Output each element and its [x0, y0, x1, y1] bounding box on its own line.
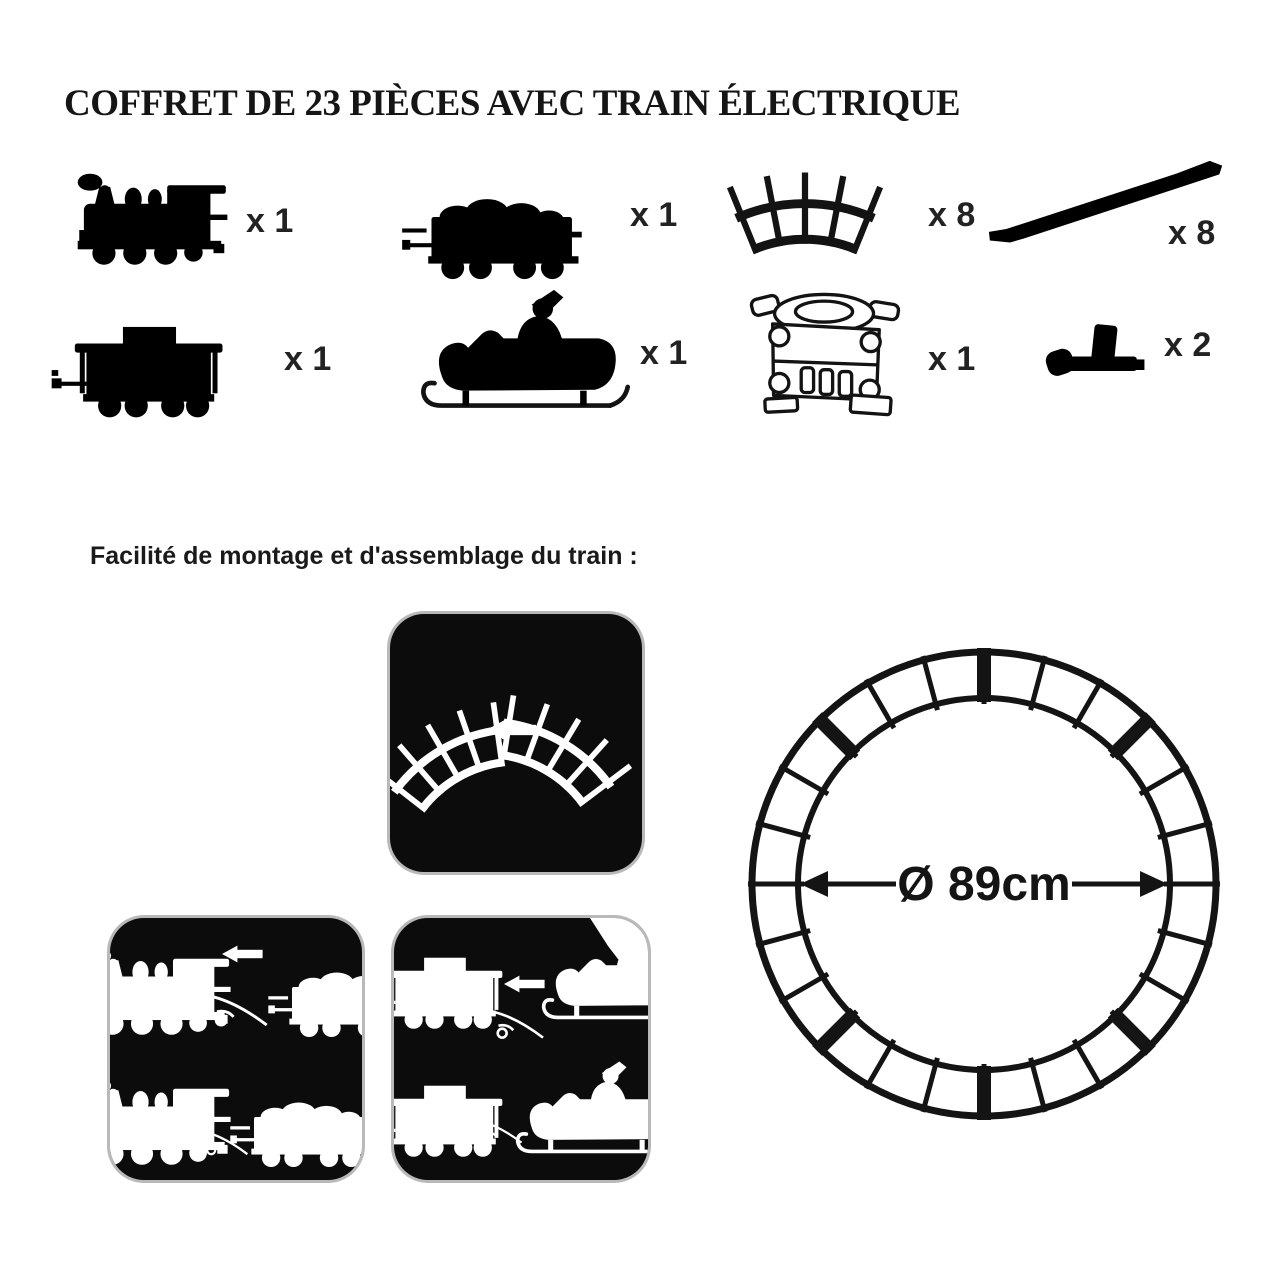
tender-white-icon: [268, 972, 362, 1038]
diameter-arrowhead-right: [1140, 871, 1168, 897]
caboose-wagon-icon: [40, 312, 254, 424]
assembly-panel-track-join: [390, 614, 642, 872]
caboose-white-icon: [394, 957, 503, 1029]
tender-wagon-icon: [383, 186, 609, 284]
curved-track-icon: [705, 168, 905, 266]
track-circle-diagram: Ø 89cm: [748, 648, 1220, 1120]
motor-battery-unit-icon: [742, 284, 908, 422]
coupling-hook-icon: [494, 1011, 545, 1039]
rail-connector-qty: x 2: [1164, 326, 1212, 364]
rail-connector-icon: [1044, 322, 1146, 394]
santa-sleigh-icon: [408, 288, 644, 414]
assembly-panel-caboose-sleigh: [394, 918, 648, 1180]
couple-arrow-icon: [504, 975, 545, 993]
assembly-heading: Facilité de montage et d'assemblage du t…: [90, 542, 638, 570]
page-title: COFFRET DE 23 PIÈCES AVEC TRAIN ÉLECTRIQ…: [64, 83, 961, 124]
locomotive-white-icon: [110, 1077, 231, 1165]
sleigh-white-icon: [541, 926, 648, 1020]
assembly-panel-loco-tender: [110, 918, 362, 1180]
sleigh-white-icon: [515, 1060, 648, 1154]
locomotive-white-icon: [110, 947, 231, 1035]
tender-white-icon: [230, 1102, 362, 1168]
tender-wagon-qty: x 1: [630, 196, 678, 234]
santa-sleigh-qty: x 1: [640, 334, 688, 372]
locomotive-qty: x 1: [246, 202, 294, 240]
caboose-wagon-qty: x 1: [284, 340, 332, 378]
curved-track-qty: x 8: [928, 196, 976, 234]
locomotive-icon: [70, 168, 232, 272]
straight-rail-qty: x 8: [1168, 214, 1216, 252]
track-joint-ties: [812, 648, 1156, 1120]
diameter-arrowhead-left: [800, 871, 828, 897]
diameter-label: Ø 89cm: [897, 858, 1070, 911]
curved-track-white-right: [483, 684, 638, 817]
motor-battery-unit-qty: x 1: [928, 340, 976, 378]
caboose-white-icon: [394, 1085, 503, 1157]
